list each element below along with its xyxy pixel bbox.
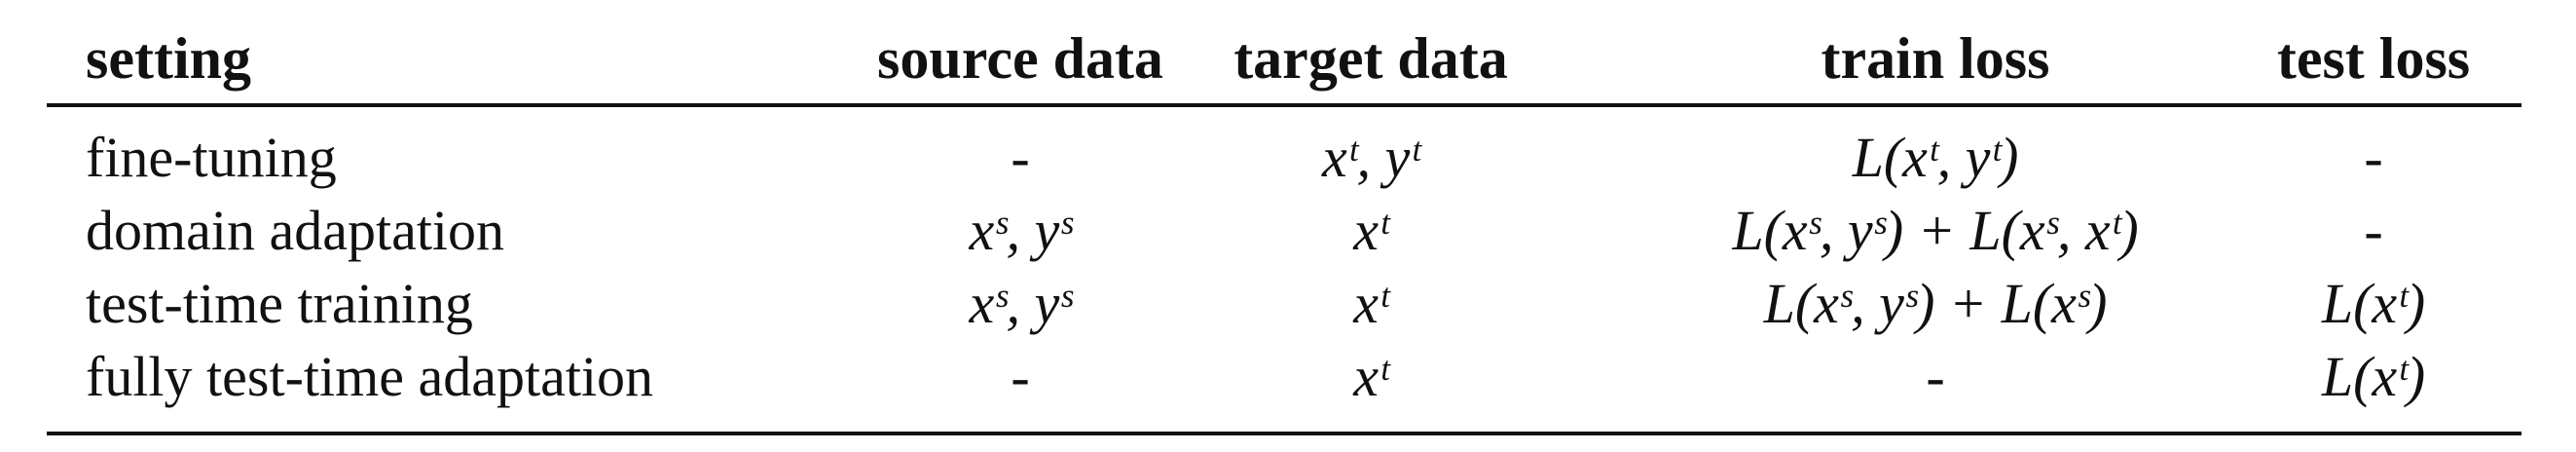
table-row: test-time training xˢ, yˢ xᵗ L(xˢ, yˢ) +… — [47, 269, 2521, 339]
bottom-rule — [47, 432, 2521, 435]
cell-target-data: xᵗ, yᵗ — [1322, 126, 1419, 189]
cell-train-loss: L(xᵗ, yᵗ) — [1852, 126, 2019, 189]
table-row: fully test-time adaptation - xᵗ - L(xᵗ) — [47, 342, 2521, 412]
table-row: domain adaptation xˢ, yˢ xᵗ L(xˢ, yˢ) + … — [47, 196, 2521, 266]
header-source-data: source data — [877, 26, 1163, 91]
cell-target-data: xᵗ — [1353, 199, 1388, 262]
cell-train-loss: - — [1926, 345, 1945, 408]
comparison-table: setting source data target data train lo… — [47, 0, 2521, 452]
header-test-loss: test loss — [2276, 26, 2471, 91]
cell-setting: domain adaptation — [86, 199, 505, 262]
header-train-loss: train loss — [1821, 26, 2050, 91]
cell-test-loss: - — [2364, 126, 2383, 189]
table-row: fine-tuning - xᵗ, yᵗ L(xᵗ, yᵗ) - — [47, 123, 2521, 193]
cell-target-data: xᵗ — [1353, 345, 1388, 408]
cell-source-data: - — [1011, 345, 1030, 408]
cell-test-loss: L(xᵗ) — [2321, 272, 2426, 335]
cell-test-loss: - — [2364, 199, 2383, 262]
cell-setting: test-time training — [86, 272, 473, 335]
cell-source-data: xˢ, yˢ — [969, 199, 1072, 262]
cell-setting: fully test-time adaptation — [86, 345, 654, 408]
header-rule — [47, 103, 2521, 107]
cell-train-loss: L(xˢ, yˢ) + L(xˢ, xᵗ) — [1732, 199, 2139, 262]
header-target-data: target data — [1233, 26, 1508, 91]
header-setting: setting — [86, 26, 251, 91]
cell-source-data: xˢ, yˢ — [969, 272, 1072, 335]
cell-source-data: - — [1011, 126, 1030, 189]
cell-test-loss: L(xᵗ) — [2321, 345, 2426, 408]
cell-setting: fine-tuning — [86, 126, 337, 189]
cell-target-data: xᵗ — [1353, 272, 1388, 335]
table-header-row: setting source data target data train lo… — [47, 23, 2521, 94]
cell-train-loss: L(xˢ, yˢ) + L(xˢ) — [1763, 272, 2108, 335]
